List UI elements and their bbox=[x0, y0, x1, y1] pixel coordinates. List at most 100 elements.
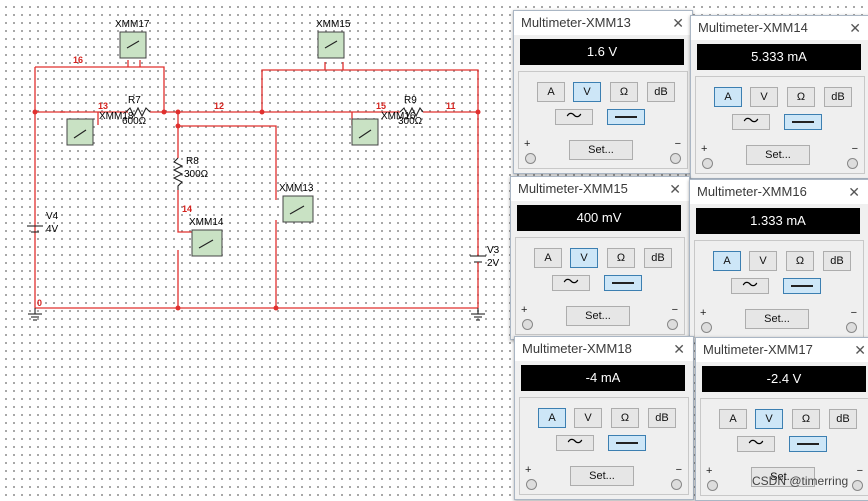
resistor-r7[interactable]: R7 600Ω bbox=[122, 95, 151, 127]
meter-xmm18[interactable]: XMM18 bbox=[66, 111, 134, 146]
multimeter-window-xmm18[interactable]: Multimeter-XMM18 ✕ -4 mA A V Ω dB 〜 + − … bbox=[514, 336, 694, 500]
decibel-button[interactable]: dB bbox=[823, 251, 851, 271]
ohmmeter-button[interactable]: Ω bbox=[607, 248, 635, 268]
negative-terminal-icon[interactable] bbox=[847, 158, 858, 169]
voltmeter-button[interactable]: V bbox=[755, 409, 783, 429]
ac-mode-button[interactable]: 〜 bbox=[731, 278, 769, 294]
meter-xmm17[interactable]: XMM17 bbox=[115, 19, 150, 59]
negative-terminal-icon[interactable] bbox=[852, 480, 863, 491]
ammeter-button[interactable]: A bbox=[713, 251, 741, 271]
ohmmeter-button[interactable]: Ω bbox=[786, 251, 814, 271]
ac-mode-button[interactable]: 〜 bbox=[552, 275, 590, 291]
svg-text:600Ω: 600Ω bbox=[122, 116, 147, 127]
positive-terminal-icon[interactable] bbox=[522, 319, 533, 330]
window-title: Multimeter-XMM16 bbox=[697, 184, 807, 199]
ac-mode-button[interactable]: 〜 bbox=[555, 109, 593, 125]
ohmmeter-button[interactable]: Ω bbox=[787, 87, 815, 107]
dc-mode-button[interactable] bbox=[783, 278, 821, 294]
close-icon[interactable]: ✕ bbox=[669, 181, 681, 197]
negative-terminal-icon[interactable] bbox=[667, 319, 678, 330]
window-titlebar[interactable]: Multimeter-XMM13 ✕ bbox=[514, 11, 692, 35]
set-button[interactable]: Set... bbox=[751, 467, 815, 487]
set-button[interactable]: Set... bbox=[570, 466, 634, 486]
decibel-button[interactable]: dB bbox=[824, 87, 852, 107]
set-button[interactable]: Set... bbox=[745, 309, 809, 329]
meter-xmm16[interactable]: XMM16 bbox=[351, 111, 416, 146]
dc-mode-button[interactable] bbox=[784, 114, 822, 130]
meter-xmm14[interactable]: XMM14 bbox=[189, 217, 224, 257]
svg-text:XMM13: XMM13 bbox=[279, 183, 314, 194]
decibel-button[interactable]: dB bbox=[648, 408, 676, 428]
set-button[interactable]: Set... bbox=[569, 140, 633, 160]
voltmeter-button[interactable]: V bbox=[574, 408, 602, 428]
minus-label: − bbox=[856, 465, 863, 477]
set-button[interactable]: Set... bbox=[746, 145, 810, 165]
decibel-button[interactable]: dB bbox=[647, 82, 675, 102]
voltmeter-button[interactable]: V bbox=[750, 87, 778, 107]
control-panel: A V Ω dB 〜 + − Set... bbox=[694, 240, 864, 338]
close-icon[interactable]: ✕ bbox=[848, 184, 860, 200]
ac-mode-button[interactable]: 〜 bbox=[732, 114, 770, 130]
dc-mode-button[interactable] bbox=[607, 109, 645, 125]
svg-text:14: 14 bbox=[182, 204, 192, 214]
close-icon[interactable]: ✕ bbox=[673, 341, 685, 357]
ohmmeter-button[interactable]: Ω bbox=[792, 409, 820, 429]
ac-mode-button[interactable]: 〜 bbox=[737, 436, 775, 452]
meter-xmm13[interactable]: XMM13 bbox=[279, 183, 314, 223]
close-icon[interactable]: ✕ bbox=[849, 20, 861, 36]
window-titlebar[interactable]: Multimeter-XMM18 ✕ bbox=[515, 337, 693, 361]
net-labels: 16 13 12 15 11 14 0 bbox=[37, 55, 456, 308]
ac-mode-button[interactable]: 〜 bbox=[556, 435, 594, 451]
decibel-button[interactable]: dB bbox=[644, 248, 672, 268]
ac-wave-icon: 〜 bbox=[747, 435, 764, 452]
voltmeter-button[interactable]: V bbox=[570, 248, 598, 268]
resistor-r8[interactable]: R8 300Ω bbox=[172, 156, 209, 190]
ohmmeter-button[interactable]: Ω bbox=[610, 82, 638, 102]
positive-terminal-icon[interactable] bbox=[701, 322, 712, 333]
ohmmeter-button[interactable]: Ω bbox=[611, 408, 639, 428]
negative-terminal-icon[interactable] bbox=[846, 322, 857, 333]
multimeter-window-xmm16[interactable]: Multimeter-XMM16 ✕ 1.333 mA A V Ω dB 〜 +… bbox=[689, 179, 868, 343]
ammeter-button[interactable]: A bbox=[714, 87, 742, 107]
minus-label: − bbox=[850, 307, 857, 319]
svg-text:0: 0 bbox=[37, 298, 42, 308]
meter-xmm15[interactable]: XMM15 bbox=[316, 19, 351, 59]
multimeter-window-xmm13[interactable]: Multimeter-XMM13 ✕ 1.6 V A V Ω dB 〜 + − … bbox=[513, 10, 693, 174]
source-v4[interactable]: V4 4V bbox=[27, 211, 59, 235]
window-titlebar[interactable]: Multimeter-XMM14 ✕ bbox=[691, 16, 868, 40]
positive-terminal-icon[interactable] bbox=[525, 153, 536, 164]
window-titlebar[interactable]: Multimeter-XMM16 ✕ bbox=[690, 180, 868, 204]
decibel-button[interactable]: dB bbox=[829, 409, 857, 429]
window-titlebar[interactable]: Multimeter-XMM17 ✕ bbox=[696, 338, 868, 362]
plus-label: + bbox=[521, 304, 528, 316]
ammeter-button[interactable]: A bbox=[534, 248, 562, 268]
multimeter-window-xmm15[interactable]: Multimeter-XMM15 ✕ 400 mV A V Ω dB 〜 + −… bbox=[510, 176, 690, 340]
voltmeter-button[interactable]: V bbox=[749, 251, 777, 271]
minus-label: − bbox=[851, 143, 858, 155]
close-icon[interactable]: ✕ bbox=[672, 15, 684, 31]
svg-text:XMM17: XMM17 bbox=[115, 19, 150, 30]
dc-mode-button[interactable] bbox=[604, 275, 642, 291]
ammeter-button[interactable]: A bbox=[719, 409, 747, 429]
window-titlebar[interactable]: Multimeter-XMM15 ✕ bbox=[511, 177, 689, 201]
resistor-r9[interactable]: R9 300Ω bbox=[398, 95, 424, 127]
positive-terminal-icon[interactable] bbox=[526, 479, 537, 490]
ammeter-button[interactable]: A bbox=[537, 82, 565, 102]
plus-label: + bbox=[706, 465, 713, 477]
positive-terminal-icon[interactable] bbox=[702, 158, 713, 169]
ammeter-button[interactable]: A bbox=[538, 408, 566, 428]
set-button[interactable]: Set... bbox=[566, 306, 630, 326]
minus-label: − bbox=[671, 304, 678, 316]
dc-mode-button[interactable] bbox=[608, 435, 646, 451]
positive-terminal-icon[interactable] bbox=[707, 480, 718, 491]
multimeter-window-xmm17[interactable]: Multimeter-XMM17 ✕ -2.4 V A V Ω dB 〜 + −… bbox=[695, 337, 868, 501]
voltmeter-button[interactable]: V bbox=[573, 82, 601, 102]
close-icon[interactable]: ✕ bbox=[854, 342, 866, 358]
negative-terminal-icon[interactable] bbox=[670, 153, 681, 164]
multimeter-window-xmm14[interactable]: Multimeter-XMM14 ✕ 5.333 mA A V Ω dB 〜 +… bbox=[690, 15, 868, 179]
source-v3[interactable]: V3 2V bbox=[470, 245, 500, 275]
dc-mode-button[interactable] bbox=[789, 436, 827, 452]
negative-terminal-icon[interactable] bbox=[671, 479, 682, 490]
svg-text:XMM16: XMM16 bbox=[381, 111, 416, 122]
